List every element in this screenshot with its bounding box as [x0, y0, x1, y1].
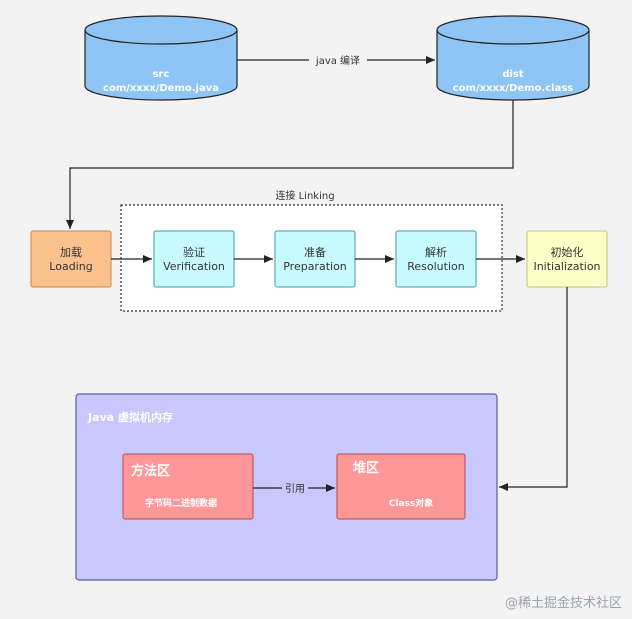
compile-label-bg	[309, 53, 367, 67]
resolution-en: Resolution	[407, 260, 465, 273]
method-area-content: 字节码二进制数据	[145, 497, 217, 509]
method-area-title: 方法区	[131, 463, 170, 479]
initialization-zh: 初始化	[551, 245, 584, 259]
initialization-to-jvm-arrow	[499, 287, 568, 491]
preparation-zh: 准备	[304, 245, 326, 259]
dist-database[interactable]: dist com/xxxx/Demo.class	[436, 15, 590, 101]
heap-node[interactable]: 堆区 Class对象	[336, 453, 466, 520]
initialization-node[interactable]: 初始化 Initialization	[526, 230, 608, 288]
initialization-en: Initialization	[533, 260, 600, 273]
resolution-zh: 解析	[425, 245, 447, 259]
loading-zh: 加载	[60, 246, 82, 259]
verification-en: Verification	[163, 260, 225, 273]
dist-to-loading-arrow	[66, 100, 514, 229]
dist-path: com/xxxx/Demo.class	[453, 83, 574, 94]
loading-en: Loading	[49, 260, 92, 273]
reference-label-bg	[282, 482, 308, 495]
heap-title: 堆区	[353, 460, 379, 476]
watermark: @稀土掘金技术社区	[504, 596, 622, 611]
verification-node[interactable]: 验证 Verification	[153, 230, 235, 288]
reference-label: 引用	[285, 483, 305, 495]
dist-label: dist	[502, 69, 524, 80]
linking-title: 连接 Linking	[275, 189, 334, 202]
src-path: com/xxxx/Demo.java	[103, 83, 219, 94]
loading-node[interactable]: 加载 Loading	[30, 230, 112, 288]
verification-zh: 验证	[183, 245, 205, 259]
src-database[interactable]: src com/xxxx/Demo.java	[84, 15, 238, 101]
preparation-en: Preparation	[283, 260, 347, 273]
preparation-node[interactable]: 准备 Preparation	[274, 230, 356, 288]
compile-label: java 编译	[315, 54, 360, 67]
method-area-node[interactable]: 方法区 字节码二进制数据	[122, 453, 254, 520]
resolution-node[interactable]: 解析 Resolution	[395, 230, 477, 288]
src-label: src	[153, 69, 170, 80]
heap-content: Class对象	[389, 497, 433, 509]
jvm-memory-title: Java 虚拟机内存	[87, 410, 173, 424]
